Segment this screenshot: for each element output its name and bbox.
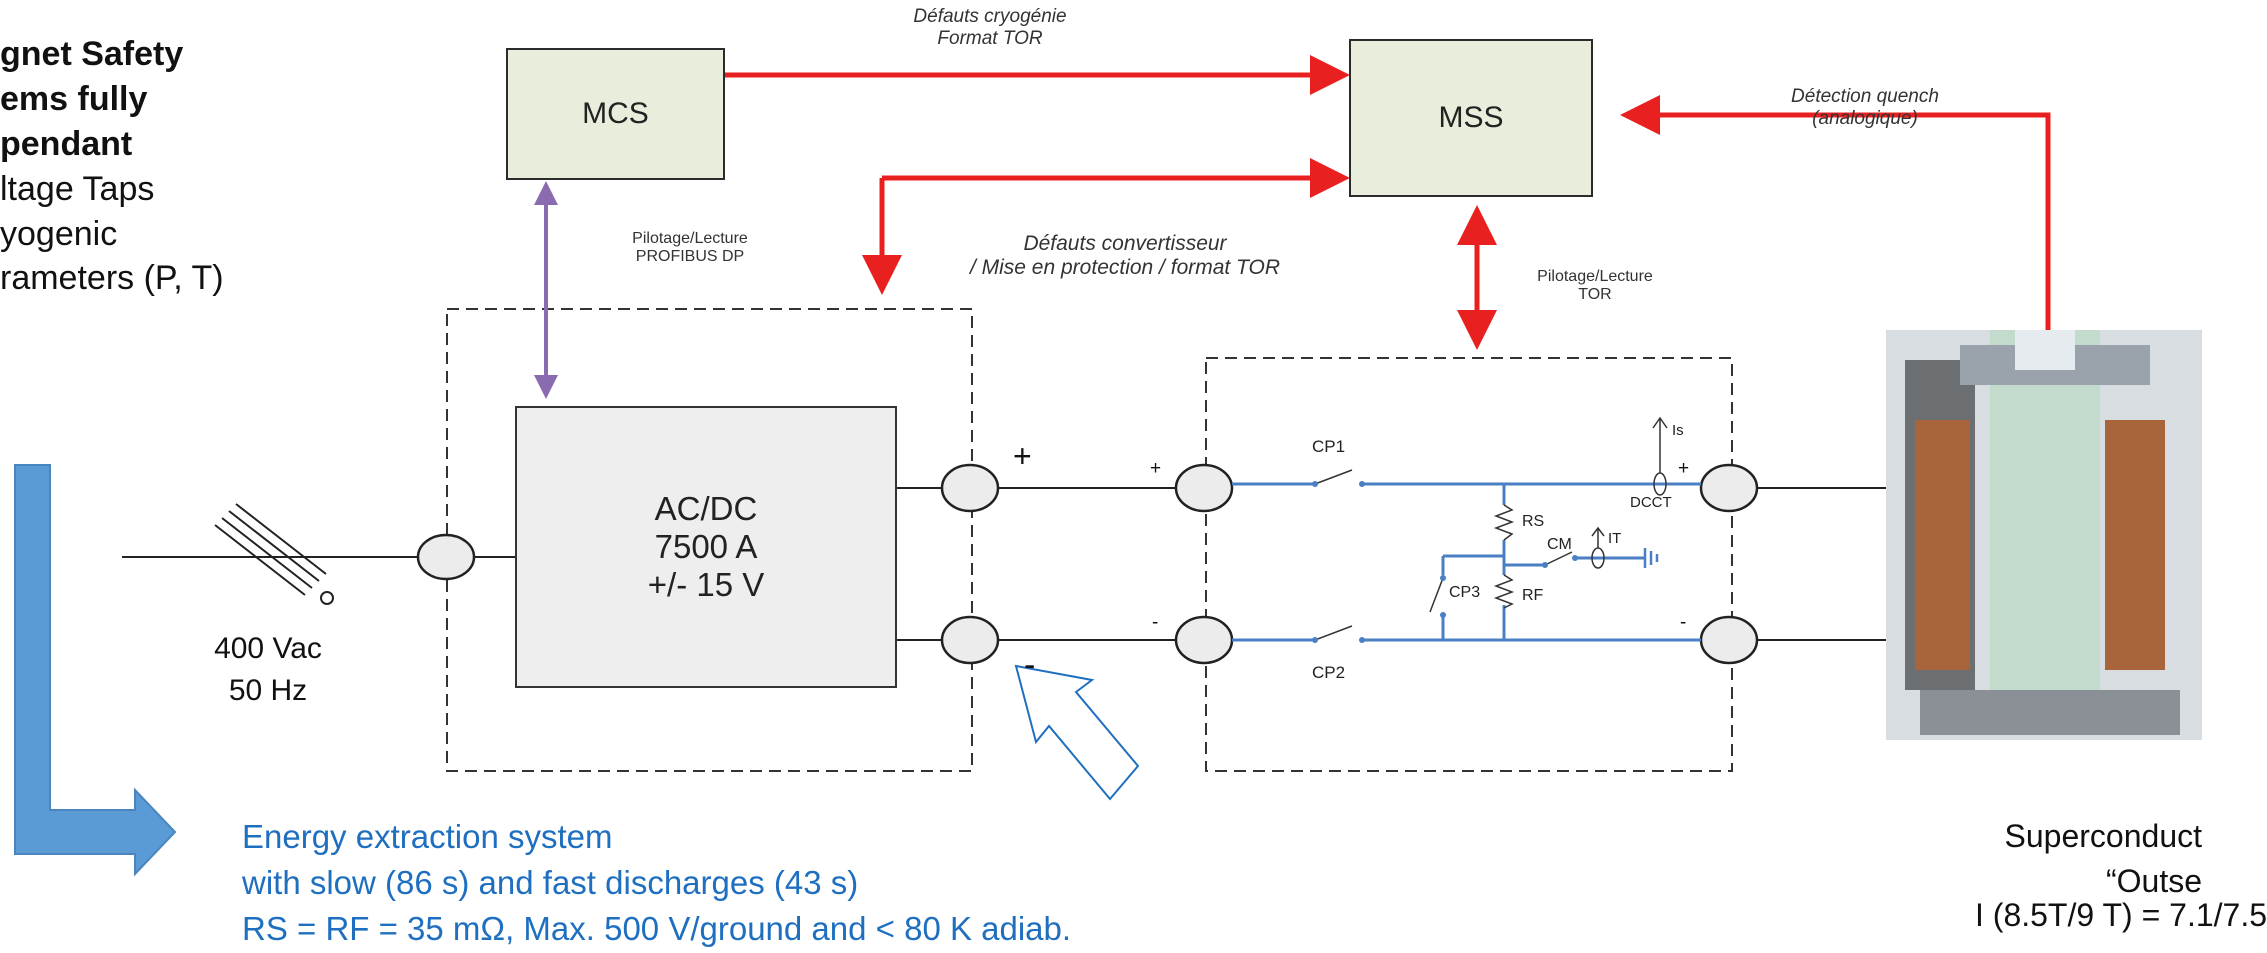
cm-label: CM [1547, 536, 1572, 553]
energy-line-1: Energy extraction system [242, 818, 613, 855]
item-cryogenic: yogenic [0, 214, 118, 253]
quench-detection-arrow [1620, 95, 2051, 338]
cp2-switch-blade [1314, 625, 1353, 641]
ground-icon [1643, 548, 1659, 568]
plus-sign-out: + [1678, 458, 1690, 479]
energy-line-3: RS = RF = 35 mΩ, Max. 500 V/ground and <… [242, 910, 1072, 948]
rs-label: RS [1522, 513, 1545, 530]
cm-switch-blade [1544, 551, 1573, 566]
magnet-illustration [1886, 330, 2202, 740]
energy-extraction-text: Energy extraction system with slow (86 s… [242, 814, 1202, 953]
item-parameters: rameters (P, T) [0, 259, 224, 298]
supply-terminal-icon [320, 591, 334, 605]
safety-text-block: gnet Safety ems fully pendant ltage Taps… [0, 32, 300, 301]
mcs-label: MCS [582, 97, 649, 130]
cryo-fault-label: Défauts cryogénie Format TOR [913, 6, 1067, 49]
magnet-line-2: “Outse [2105, 862, 2202, 899]
switch-plus-out-connector [1699, 463, 1759, 513]
energy-line-2: with slow (86 s) and fast discharges (43… [242, 864, 859, 902]
heading-line-2: ems fully [0, 79, 148, 118]
mss-label: MSS [1438, 101, 1504, 134]
cp2-label: CP2 [1312, 663, 1346, 682]
switch-minus-out-connector [1699, 615, 1759, 665]
switch-minus-in-connector [1174, 615, 1234, 665]
converter-type: AC/DC [654, 490, 758, 528]
minus-sign-big: - [1024, 646, 1036, 684]
dcct-label: DCCT [1630, 494, 1672, 511]
cp1-switch-blade [1314, 469, 1353, 485]
rs-resistor-icon [1493, 504, 1515, 541]
mss-box: MSS [1349, 39, 1593, 197]
converter-current: 7500 A [654, 528, 758, 566]
converter-plus-connector [940, 463, 1000, 513]
supply-label: 400 Vac 50 Hz [214, 632, 322, 707]
mcs-box: MCS [506, 48, 725, 180]
input-connector [416, 533, 476, 581]
cp3-switch-blade [1429, 577, 1444, 613]
magnet-current: I (8.5T/9 T) = 7.1/7.5 [1975, 897, 2267, 933]
magnet-line-1: Superconduct [2004, 818, 2202, 854]
plus-sign-in: + [1150, 458, 1162, 479]
flow-arrow-icon [14, 464, 177, 877]
cp3-label: CP3 [1449, 584, 1481, 601]
minus-sign-in: - [1152, 612, 1159, 633]
profibus-label: Pilotage/Lecture PROFIBUS DP [632, 230, 748, 266]
it-label: IT [1608, 530, 1622, 547]
cp1-label: CP1 [1312, 437, 1346, 456]
switch-plus-in-connector [1174, 463, 1234, 513]
converter-fault-label: Défauts convertisseur / Mise en protecti… [969, 232, 1281, 280]
quench-detection-label: Détection quench (analogique) [1791, 86, 1939, 129]
converter-box: AC/DC 7500 A +/- 15 V [515, 406, 897, 688]
is-label: Is [1672, 422, 1684, 439]
heading-line-1: gnet Safety [0, 35, 184, 73]
rf-label: RF [1522, 587, 1544, 604]
converter-minus-connector [940, 615, 1000, 665]
plus-sign-big: + [1013, 438, 1032, 474]
rf-resistor-icon [1493, 574, 1515, 609]
protection-dashed-enclosure [1205, 357, 1733, 772]
item-voltage-taps: ltage Taps [0, 169, 155, 208]
tor-label: Pilotage/Lecture TOR [1537, 268, 1653, 304]
magnet-caption: Superconduct “Outse [1930, 814, 2202, 904]
minus-sign-out: - [1680, 612, 1687, 633]
heading-line-3: pendant [0, 124, 133, 163]
three-phase-hatch-icon [214, 503, 327, 596]
pointer-arrow-icon [1014, 664, 1140, 801]
converter-voltage: +/- 15 V [647, 565, 765, 603]
diagram-canvas [14, 55, 2202, 877]
